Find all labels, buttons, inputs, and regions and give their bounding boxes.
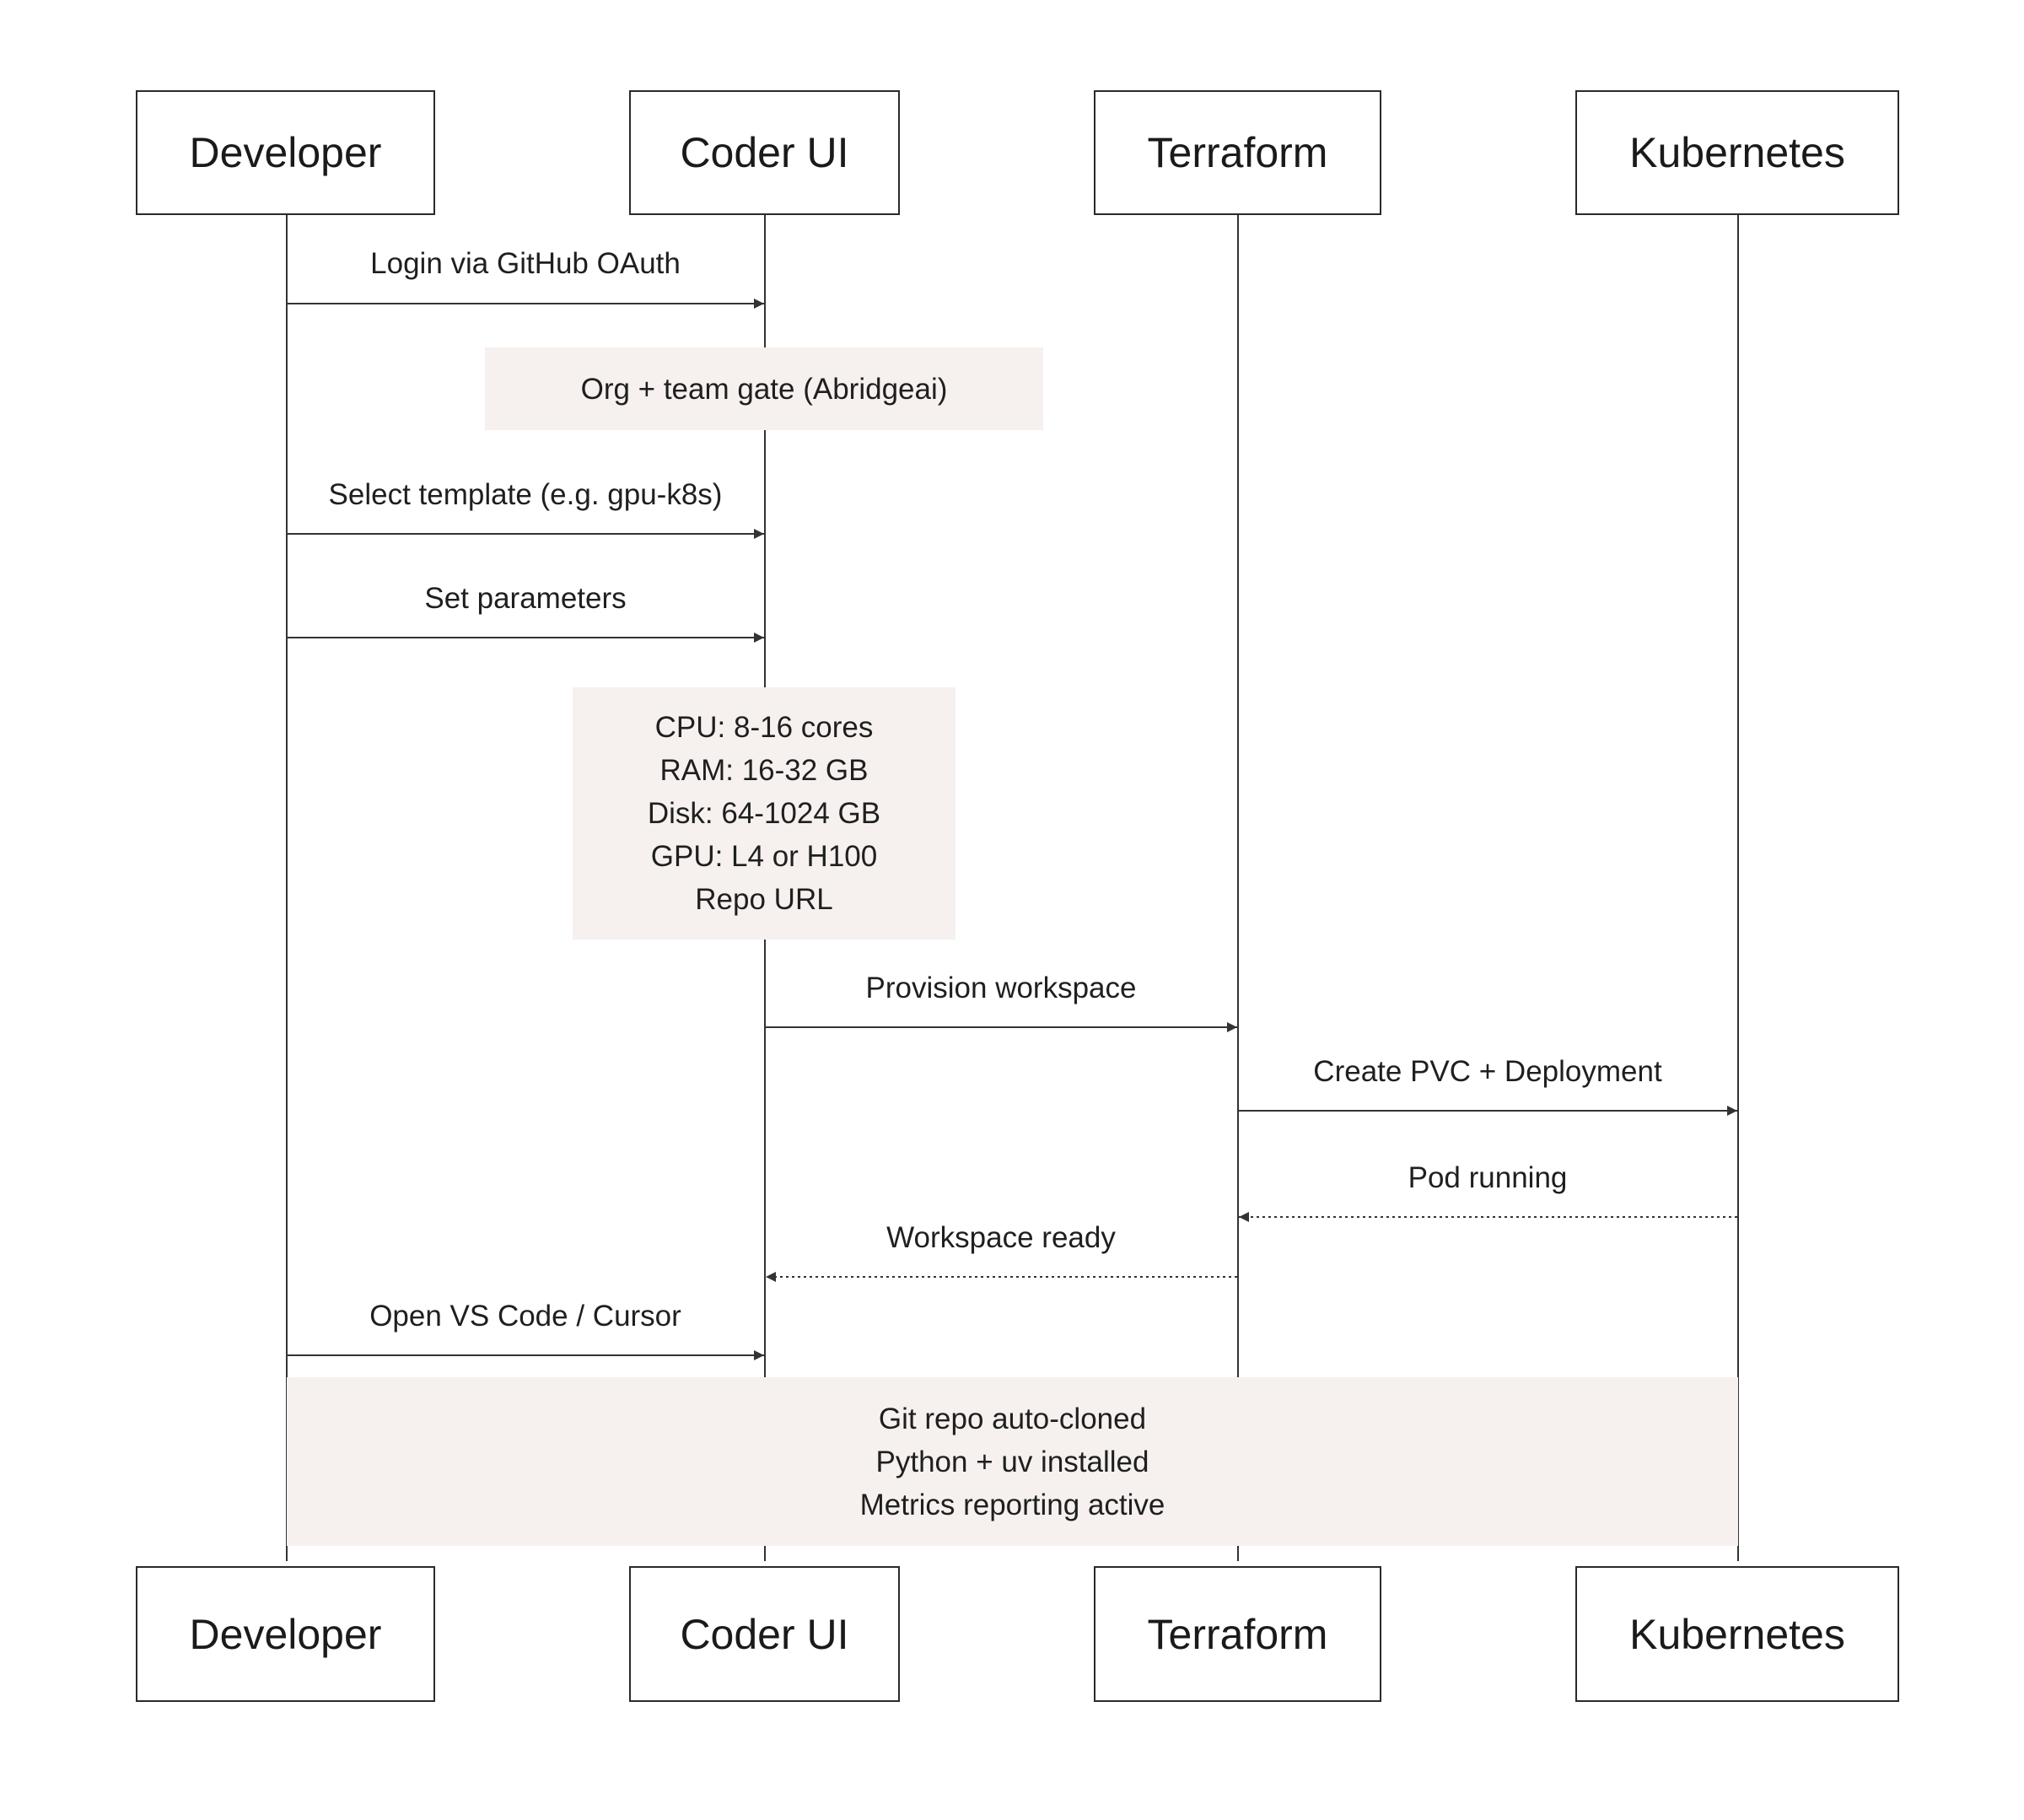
note-line: Git repo auto-cloned bbox=[878, 1402, 1147, 1435]
note-line: Org + team gate (Abridgeai) bbox=[580, 372, 948, 406]
message-label-set-parameters: Set parameters bbox=[424, 582, 627, 615]
lifeline-developer bbox=[286, 213, 288, 1561]
actor-terraform-top: Terraform bbox=[1094, 90, 1381, 215]
message-label-open-vscode: Open VS Code / Cursor bbox=[369, 1300, 681, 1333]
note-line: Disk: 64-1024 GB bbox=[647, 797, 881, 830]
note-line: Repo URL bbox=[695, 883, 833, 916]
actor-kubernetes-top: Kubernetes bbox=[1575, 90, 1899, 215]
lifeline-terraform bbox=[1237, 213, 1239, 1561]
actor-developer-top: Developer bbox=[136, 90, 435, 215]
lifeline-kubernetes bbox=[1737, 213, 1739, 1561]
message-label-pod-running: Pod running bbox=[1408, 1161, 1568, 1194]
message-label-select-template: Select template (e.g. gpu-k8s) bbox=[328, 478, 723, 511]
note-workspace-setup: Git repo auto-cloned Python + uv install… bbox=[287, 1377, 1738, 1546]
actor-kubernetes-bottom: Kubernetes bbox=[1575, 1566, 1899, 1702]
actor-coder-ui-top: Coder UI bbox=[629, 90, 900, 215]
note-line: Metrics reporting active bbox=[859, 1488, 1165, 1521]
note-line: CPU: 8-16 cores bbox=[654, 711, 874, 744]
note-org-team-gate: Org + team gate (Abridgeai) bbox=[485, 347, 1043, 430]
note-workspace-parameters: CPU: 8-16 cores RAM: 16-32 GB Disk: 64-1… bbox=[573, 687, 955, 940]
note-line: GPU: L4 or H100 bbox=[650, 840, 878, 873]
note-line: RAM: 16-32 GB bbox=[659, 754, 869, 787]
message-label-create-pvc: Create PVC + Deployment bbox=[1313, 1055, 1662, 1088]
actor-terraform-bottom: Terraform bbox=[1094, 1566, 1381, 1702]
note-line: Python + uv installed bbox=[875, 1445, 1149, 1478]
message-label-provision-workspace: Provision workspace bbox=[865, 972, 1137, 1004]
message-label-login: Login via GitHub OAuth bbox=[370, 247, 681, 280]
actor-developer-bottom: Developer bbox=[136, 1566, 435, 1702]
message-label-workspace-ready: Workspace ready bbox=[886, 1221, 1116, 1254]
actor-coder-ui-bottom: Coder UI bbox=[629, 1566, 900, 1702]
